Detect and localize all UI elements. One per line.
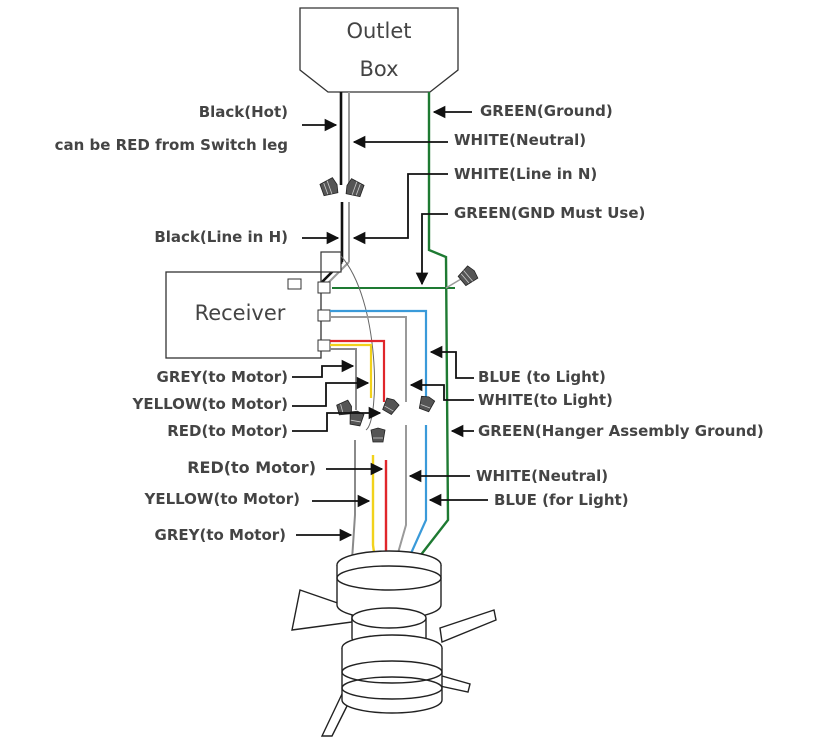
label-white-neutral-lower: WHITE(Neutral) <box>476 467 608 485</box>
white-lower-wire <box>395 425 407 561</box>
arrow-red-motor-upper <box>292 406 382 432</box>
leader-arrows <box>292 105 488 542</box>
labels-left: Black(Hot) can be RED from Switch leg Bl… <box>55 103 316 544</box>
arrow-yellow-motor-upper <box>292 376 370 407</box>
label-red-motor-lower: RED(to Motor) <box>187 458 316 477</box>
yellow-motor-wire <box>330 343 373 398</box>
label-grey-motor-lower: GREY(to Motor) <box>155 526 286 544</box>
label-yellow-motor-lower: YELLOW(to Motor) <box>143 490 300 508</box>
wire-nut-icon <box>370 427 386 443</box>
blue-lower-wire <box>406 425 428 561</box>
receiver-terminal-3 <box>317 339 331 352</box>
label-red-motor-upper: RED(to Motor) <box>167 422 288 440</box>
receiver-corner-tab <box>320 251 342 273</box>
wire-nut-icon <box>457 265 479 287</box>
wire-nuts-top <box>319 177 479 287</box>
white-light-wire <box>330 316 407 402</box>
label-green-gnd-must-use: GREEN(GND Must Use) <box>454 204 645 222</box>
label-blue-for-light: BLUE (for Light) <box>494 491 629 509</box>
wire-nut-icon <box>382 397 400 416</box>
grey-motor-wire <box>330 348 357 410</box>
label-yellow-motor-upper: YELLOW(to Motor) <box>131 395 288 413</box>
arrow-green-gnd-must-use <box>415 213 448 286</box>
outlet-box-label-line1: Outlet <box>346 19 411 43</box>
receiver-box: Receiver <box>165 251 342 359</box>
supply-wires <box>321 92 467 557</box>
label-black-hot: Black(Hot) <box>199 103 288 121</box>
fan-motor <box>291 550 497 737</box>
label-green-ground: GREEN(Ground) <box>480 102 613 120</box>
green-ground-wire <box>419 92 450 557</box>
receiver-output-wires <box>330 309 428 410</box>
arrow-blue-to-light <box>429 345 474 379</box>
receiver-terminal-1 <box>317 281 331 294</box>
wire-nut-icon <box>319 177 339 197</box>
wire-nut-icon <box>418 395 436 413</box>
label-switch-leg-note: can be RED from Switch leg <box>55 136 288 154</box>
wire-nut-icon <box>345 178 365 198</box>
receiver-label: Receiver <box>195 301 286 325</box>
blue-light-wire <box>330 309 428 402</box>
motor-wires <box>351 425 428 561</box>
label-blue-to-light: BLUE (to Light) <box>478 368 606 386</box>
label-grey-motor-upper: GREY(to Motor) <box>157 368 288 386</box>
arrow-white-line-in <box>352 173 448 245</box>
arrow-white-to-light <box>409 378 474 401</box>
receiver-indicator <box>287 278 302 290</box>
receiver-loop-wire <box>340 255 375 431</box>
labels-right: GREEN(Ground) WHITE(Neutral) WHITE(Line … <box>454 102 764 509</box>
label-white-to-light: WHITE(to Light) <box>478 391 613 409</box>
label-white-line-in: WHITE(Line in N) <box>454 165 597 183</box>
red-motor-wire <box>330 339 386 402</box>
label-white-neutral-top: WHITE(Neutral) <box>454 131 586 149</box>
label-black-line-in: Black(Line in H) <box>154 228 288 246</box>
fan-blade <box>439 675 471 693</box>
arrow-grey-motor-upper <box>292 359 355 378</box>
label-green-hanger: GREEN(Hanger Assembly Ground) <box>478 422 764 440</box>
outlet-box: Outlet Box <box>299 7 459 93</box>
fan-blade <box>439 609 497 643</box>
wire-nuts-middle <box>336 395 436 443</box>
outlet-box-label-line2: Box <box>359 57 398 81</box>
grey-lower-wire <box>351 440 356 561</box>
yellow-lower-wire <box>371 455 377 561</box>
receiver-terminal-2 <box>317 309 331 322</box>
